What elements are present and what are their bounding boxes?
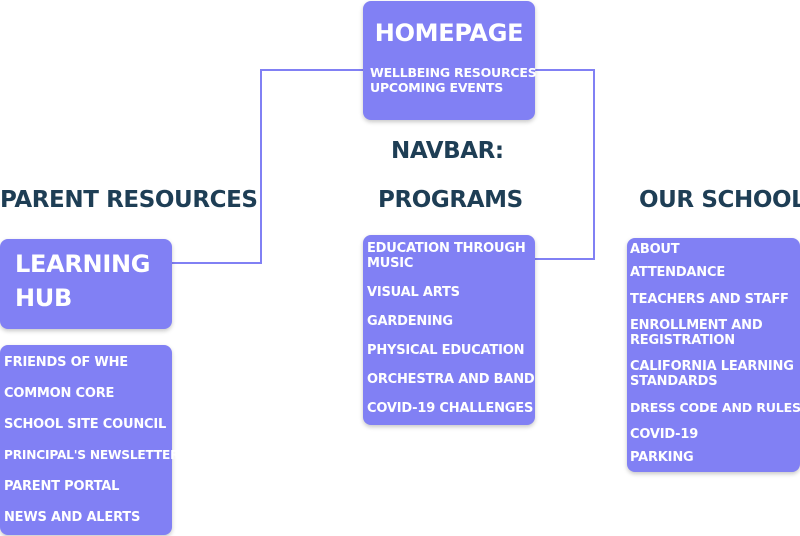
- list-item-enrollment-line-2[interactable]: REGISTRATION: [630, 333, 735, 348]
- list-item-friends-of-whe[interactable]: FRIENDS OF WHE: [4, 355, 128, 370]
- list-item-education-through-music-line-1[interactable]: EDUCATION THROUGH: [367, 241, 526, 256]
- homepage-title: HOMEPAGE: [374, 19, 524, 47]
- list-item-principals-newsletter[interactable]: PRINCIPAL'S NEWSLETTER: [4, 448, 180, 462]
- homepage-item-events[interactable]: UPCOMING EVENTS: [370, 80, 504, 95]
- list-item-school-site-council[interactable]: SCHOOL SITE COUNCIL: [4, 417, 167, 432]
- list-item-dress-code-and-rules[interactable]: DRESS CODE AND RULES: [630, 400, 800, 415]
- parent-resources-list: FRIENDS OF WHE COMMON CORE SCHOOL SITE C…: [0, 345, 180, 535]
- learning-hub-box[interactable]: LEARNING HUB: [0, 239, 172, 329]
- parent-resources-heading: PARENT RESOURCES: [0, 187, 258, 213]
- learning-hub-title-line-1: LEARNING: [15, 250, 151, 278]
- programs-list: EDUCATION THROUGH MUSIC VISUAL ARTS GARD…: [363, 235, 535, 425]
- learning-hub-title-line-2: HUB: [15, 284, 72, 312]
- our-school-heading: OUR SCHOOL: [639, 187, 800, 213]
- list-item-enrollment-line-1[interactable]: ENROLLMENT AND: [630, 318, 763, 333]
- list-item-physical-education[interactable]: PHYSICAL EDUCATION: [367, 343, 525, 358]
- connector-home-to-hub: [172, 69, 363, 264]
- list-item-parking[interactable]: PARKING: [630, 450, 694, 465]
- homepage-box[interactable]: HOMEPAGE WELLBEING RESOURCES UPCOMING EV…: [363, 1, 537, 120]
- programs-heading: PROGRAMS: [378, 187, 523, 213]
- list-item-covid-19-challenges[interactable]: COVID-19 CHALLENGES: [367, 401, 534, 416]
- list-item-visual-arts[interactable]: VISUAL ARTS: [367, 285, 460, 300]
- list-item-about[interactable]: ABOUT: [630, 242, 680, 257]
- homepage-item-wellbeing[interactable]: WELLBEING RESOURCES: [370, 65, 537, 80]
- connector-home-to-programs: [535, 69, 595, 260]
- our-school-list: ABOUT ATTENDANCE TEACHERS AND STAFF ENRO…: [627, 238, 800, 472]
- navbar-label: NAVBAR:: [391, 138, 504, 164]
- list-item-parent-portal[interactable]: PARENT PORTAL: [4, 479, 120, 494]
- list-item-news-and-alerts[interactable]: NEWS AND ALERTS: [4, 510, 141, 525]
- list-item-teachers-and-staff[interactable]: TEACHERS AND STAFF: [630, 292, 789, 307]
- list-item-attendance[interactable]: ATTENDANCE: [630, 265, 725, 280]
- list-item-orchestra-and-band[interactable]: ORCHESTRA AND BAND: [367, 372, 535, 387]
- list-item-california-standards-line-1[interactable]: CALIFORNIA LEARNING: [630, 359, 794, 374]
- list-item-education-through-music-line-2[interactable]: MUSIC: [367, 256, 414, 271]
- list-item-gardening[interactable]: GARDENING: [367, 314, 453, 329]
- list-item-common-core[interactable]: COMMON CORE: [4, 386, 115, 401]
- list-item-california-standards-line-2[interactable]: STANDARDS: [630, 374, 718, 389]
- list-item-covid-19[interactable]: COVID-19: [630, 427, 699, 442]
